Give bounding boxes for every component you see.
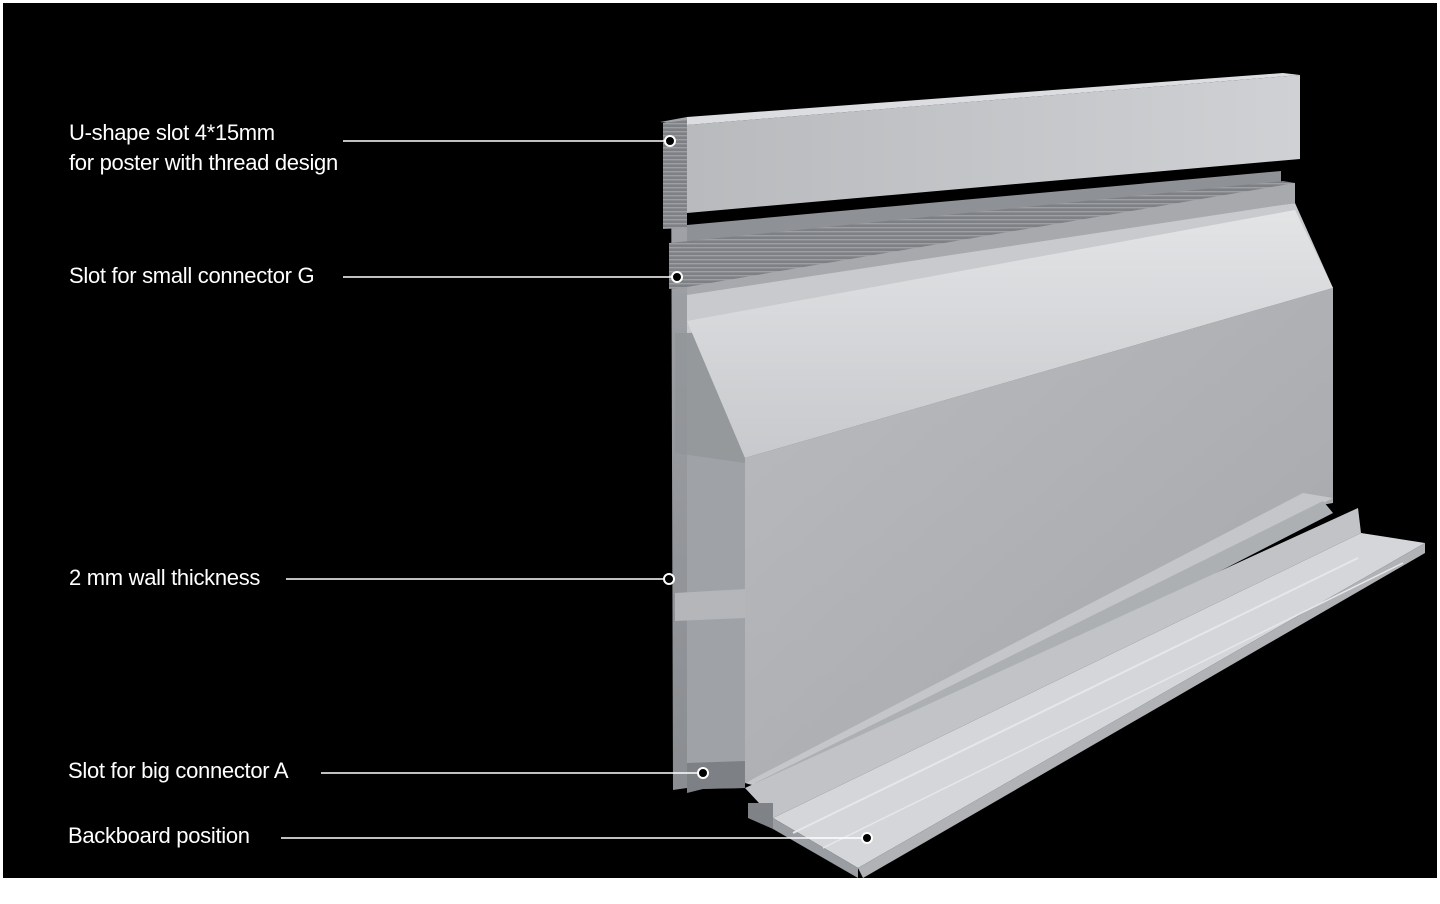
diagram-stage: U-shape slot 4*15mm for poster with thre… [3, 3, 1437, 878]
u-slot-label-line-2: for poster with thread design [69, 150, 338, 175]
wall-label: 2 mm wall thickness [69, 563, 260, 593]
g-slot-dot [671, 271, 683, 283]
g-slot-label: Slot for small connector G [69, 261, 315, 291]
base-flange [745, 493, 1425, 878]
u-slot-label-line-1: U-shape slot 4*15mm [69, 120, 275, 145]
backboard-dot [861, 832, 873, 844]
u-shape-slot-part [663, 73, 1300, 229]
backboard-label-line-1: Backboard position [68, 823, 250, 848]
a-slot-dot [697, 767, 709, 779]
connector-a-slot-part [687, 761, 745, 793]
aluminium-profile-illustration [281, 73, 1425, 878]
a-slot-label: Slot for big connector A [68, 756, 289, 786]
backboard-label: Backboard position [68, 821, 250, 851]
callout-lines [281, 140, 863, 839]
main-face [745, 288, 1333, 783]
g-slot-label-line-1: Slot for small connector G [69, 263, 315, 288]
wall-dot [663, 573, 675, 585]
wall-label-line-1: 2 mm wall thickness [69, 565, 261, 590]
u-slot-label: U-shape slot 4*15mm for poster with thre… [69, 118, 338, 178]
u-slot-dot [664, 135, 676, 147]
a-slot-label-line-1: Slot for big connector A [68, 758, 289, 783]
callout-dots [663, 135, 873, 844]
